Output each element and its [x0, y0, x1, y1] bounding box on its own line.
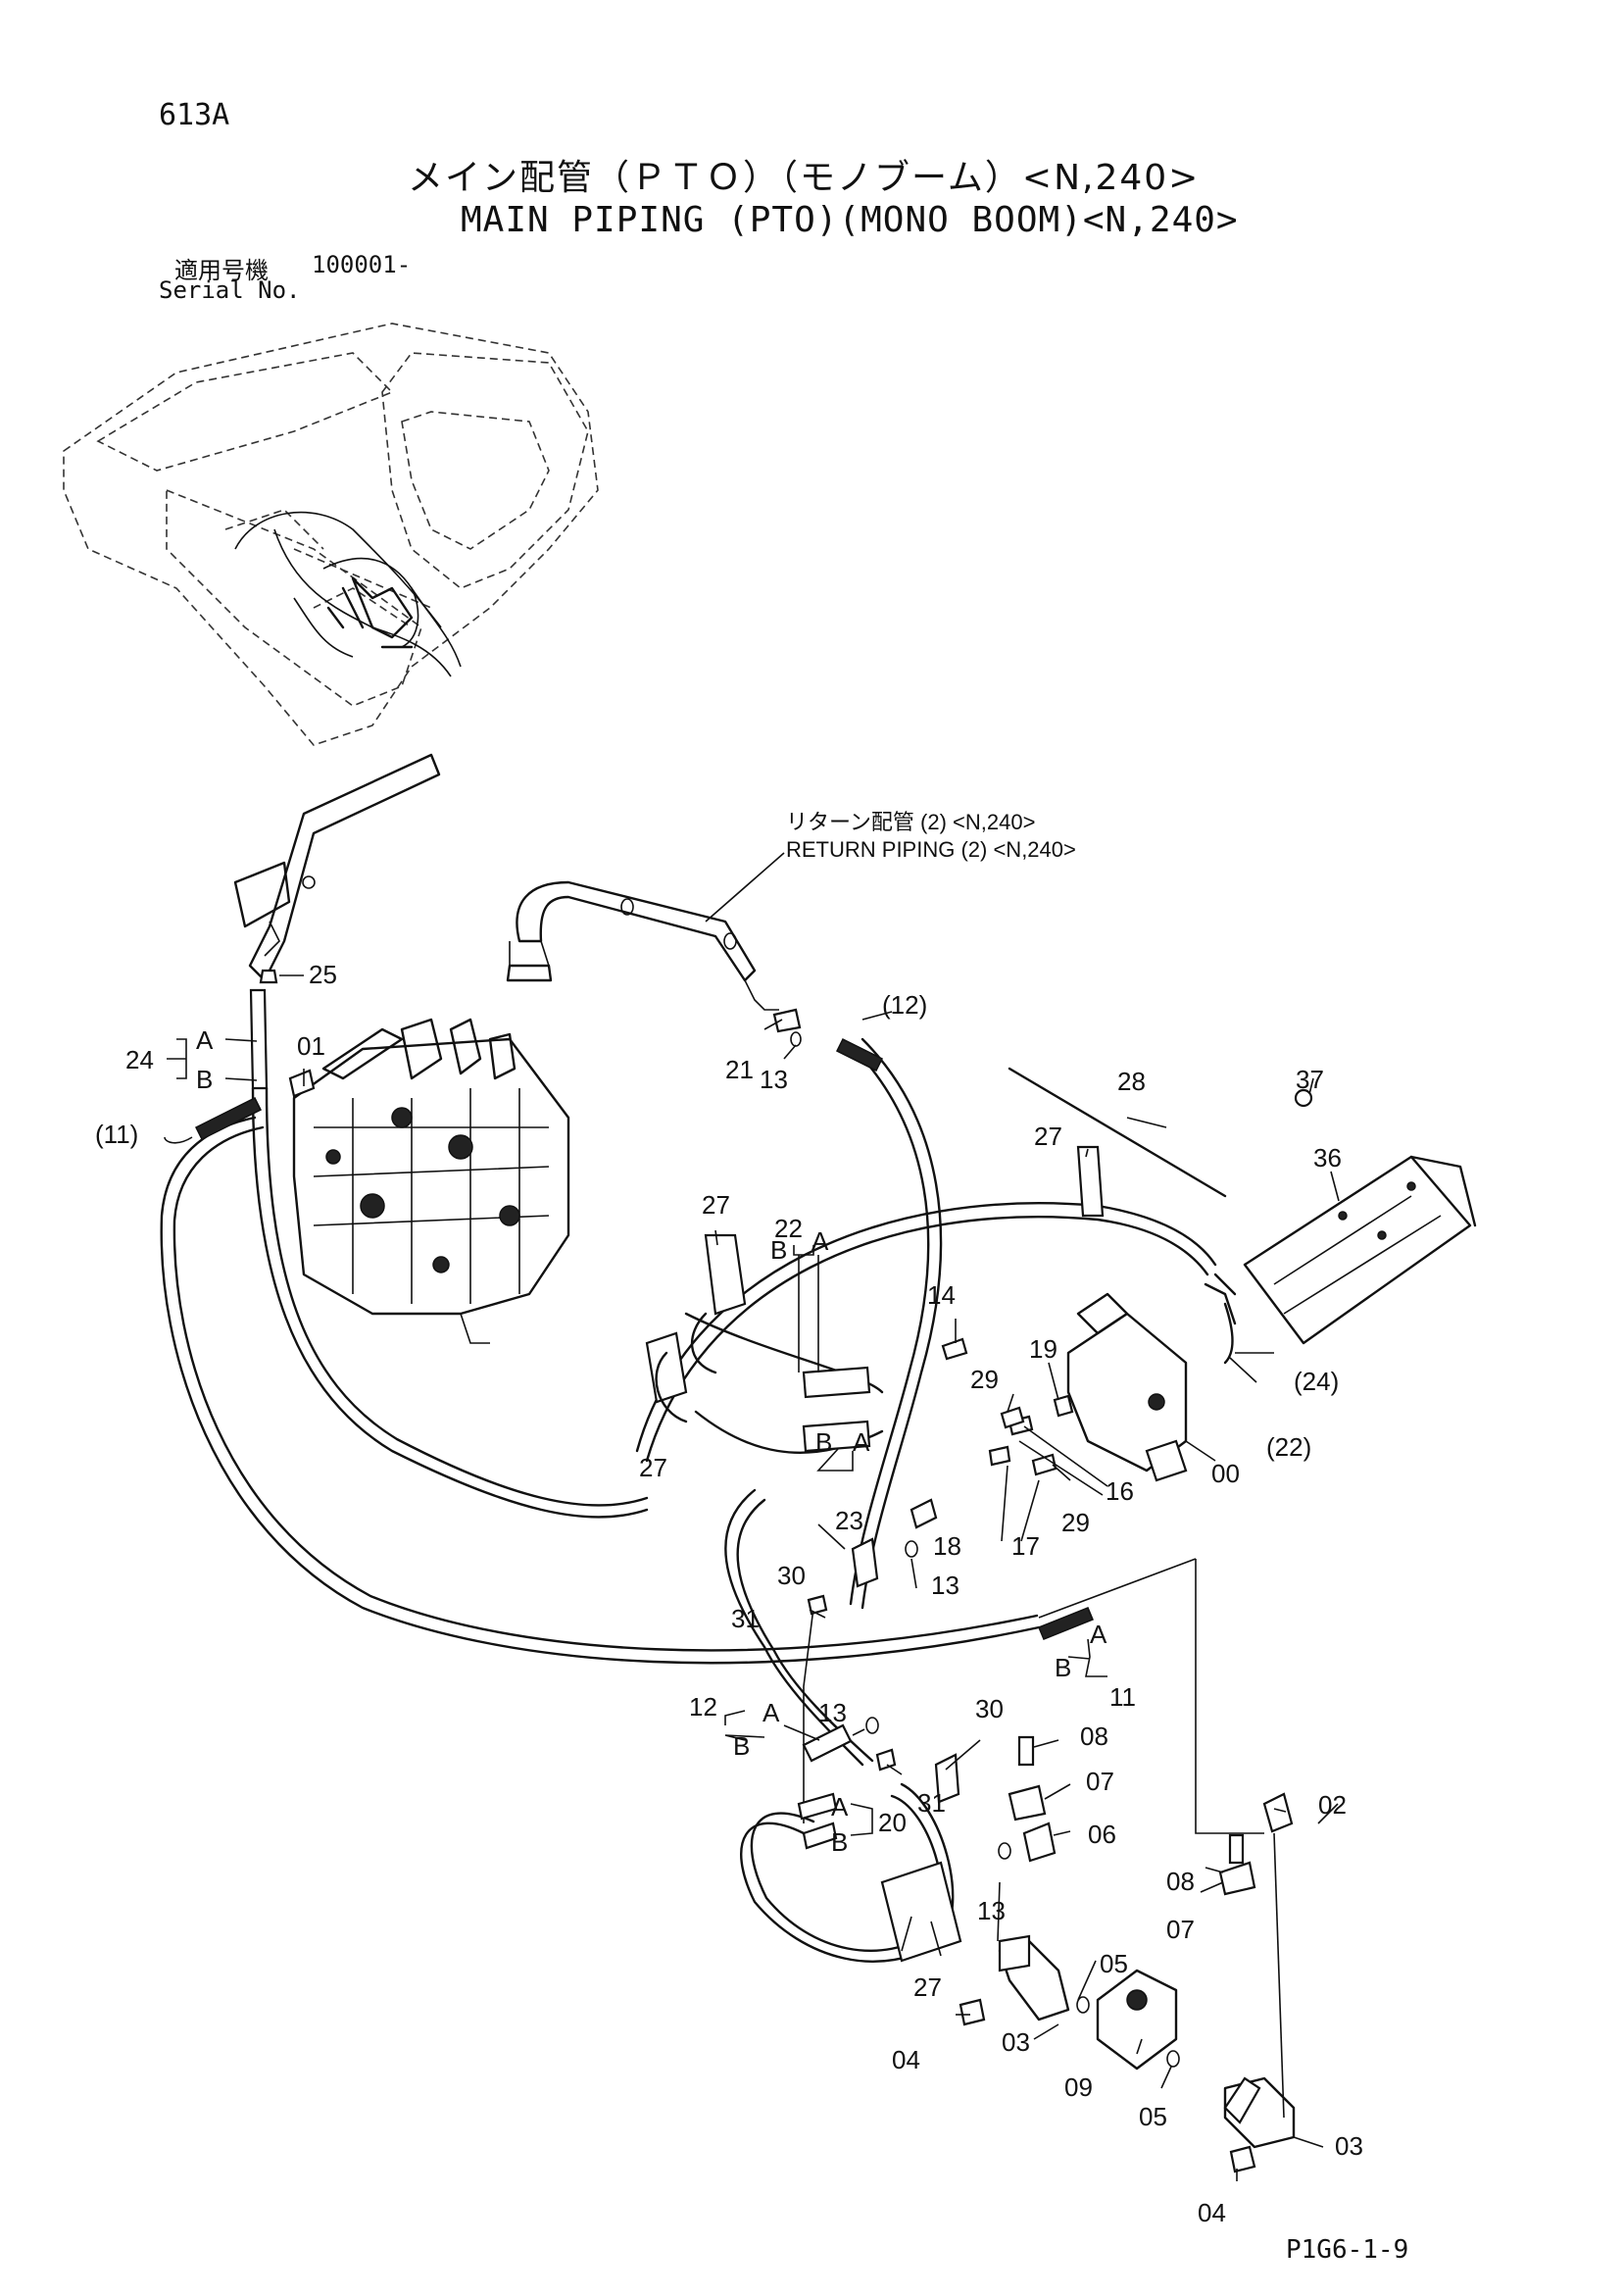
part-label: 07	[1166, 1915, 1195, 1944]
part-label: 08	[1080, 1722, 1108, 1751]
part-label: (24)	[1294, 1367, 1339, 1396]
part-label: 36	[1313, 1143, 1342, 1173]
bracket-plate-part	[1243, 1088, 1477, 1345]
part-label: B	[196, 1065, 213, 1094]
part-label: 03	[1335, 2131, 1363, 2161]
part-label: B	[815, 1427, 832, 1457]
part-label: 02	[1318, 1790, 1347, 1820]
part-label: 03	[1002, 2027, 1030, 2057]
part-label: A	[196, 1025, 214, 1055]
part-label: 00	[1211, 1459, 1240, 1488]
part-label: 29	[1061, 1508, 1090, 1537]
part-label: 27	[1034, 1122, 1062, 1151]
small-fitting-parts	[259, 969, 1180, 2068]
boom-pipe-illustration	[233, 753, 441, 982]
serial-label-japanese: 適用号機	[174, 257, 269, 284]
part-label: 07	[1086, 1767, 1114, 1796]
part-label: (11)	[95, 1120, 138, 1149]
selector-valve-part	[1066, 1273, 1237, 1482]
hose-fitting-parts	[194, 988, 1094, 1850]
part-label: 25	[309, 960, 337, 989]
part-label: 29	[970, 1365, 999, 1394]
part-label: B	[770, 1235, 787, 1265]
hose-lines	[160, 1037, 1285, 2119]
part-label: 09	[1064, 2072, 1093, 2102]
part-label: 31	[731, 1604, 760, 1633]
title-japanese: メイン配管（ＰＴＯ）（モノブーム）<N,240>	[408, 158, 1201, 198]
part-label: 37	[1296, 1065, 1324, 1094]
title-english: MAIN PIPING (PTO)(MONO BOOM)<N,240>	[461, 200, 1239, 240]
part-label: (12)	[882, 990, 927, 1020]
part-label: 04	[1198, 2198, 1226, 2227]
part-label: A	[1090, 1620, 1107, 1649]
part-number-labels: 25 24 A B 01 (11) 21 13 (12) 28 37 36 27…	[95, 960, 1363, 2227]
part-label: 05	[1100, 1949, 1128, 1978]
return-piping-label-en: RETURN PIPING (2) <N,240>	[786, 837, 1076, 862]
part-label: 27	[702, 1190, 730, 1220]
part-label: 30	[975, 1694, 1004, 1723]
pipe-part-28	[1008, 1067, 1227, 1198]
part-label: B	[733, 1731, 750, 1761]
leader-lines	[164, 974, 1340, 2181]
part-label: 22	[774, 1214, 803, 1243]
part-label: 05	[1139, 2102, 1167, 2131]
part-label: 18	[933, 1531, 961, 1561]
part-label: 14	[927, 1280, 956, 1310]
return-piping-illustration	[506, 852, 785, 1011]
part-label: A	[812, 1226, 829, 1256]
part-label: A	[831, 1792, 849, 1822]
part-label: 11	[1109, 1682, 1136, 1712]
part-label: A	[853, 1427, 870, 1457]
part-label: 27	[913, 1972, 942, 2002]
part-label: 19	[1029, 1334, 1057, 1364]
part-label: 06	[1088, 1820, 1116, 1849]
part-label: 12	[689, 1692, 717, 1722]
part-label: 28	[1117, 1067, 1146, 1096]
lower-fitting-parts	[807, 1537, 1296, 2173]
part-label: 16	[1106, 1476, 1134, 1506]
part-label: B	[831, 1827, 848, 1857]
part-label: 20	[878, 1808, 907, 1837]
part-label: 13	[760, 1065, 788, 1094]
part-label: 04	[892, 2045, 920, 2074]
part-label: 24	[125, 1045, 154, 1074]
part-label: 27	[639, 1453, 667, 1482]
part-label: B	[1055, 1653, 1071, 1682]
part-label: 13	[931, 1571, 959, 1600]
clamp-parts	[645, 1145, 1105, 1963]
part-label: A	[762, 1698, 780, 1727]
part-label: 31	[917, 1788, 946, 1818]
part-label: 08	[1166, 1867, 1195, 1896]
serial-number-value: 100001-	[312, 251, 412, 278]
part-label: 30	[777, 1561, 806, 1590]
excavator-overview-illustration	[63, 323, 599, 746]
serial-label-english: Serial No.	[159, 276, 301, 304]
part-label: 17	[1011, 1531, 1040, 1561]
control-valve-illustration	[292, 1018, 570, 1344]
part-label: 21	[725, 1055, 754, 1084]
part-label: (22)	[1266, 1432, 1311, 1462]
page-number: 613A	[159, 98, 230, 132]
return-piping-label-ja: リターン配管 (2) <N,240>	[786, 810, 1035, 834]
part-label: 13	[977, 1896, 1006, 1925]
figure-code: P1G6-1-9	[1286, 2235, 1409, 2265]
part-label: 01	[297, 1031, 325, 1061]
part-label: 23	[835, 1506, 863, 1535]
part-label: 13	[818, 1698, 847, 1727]
